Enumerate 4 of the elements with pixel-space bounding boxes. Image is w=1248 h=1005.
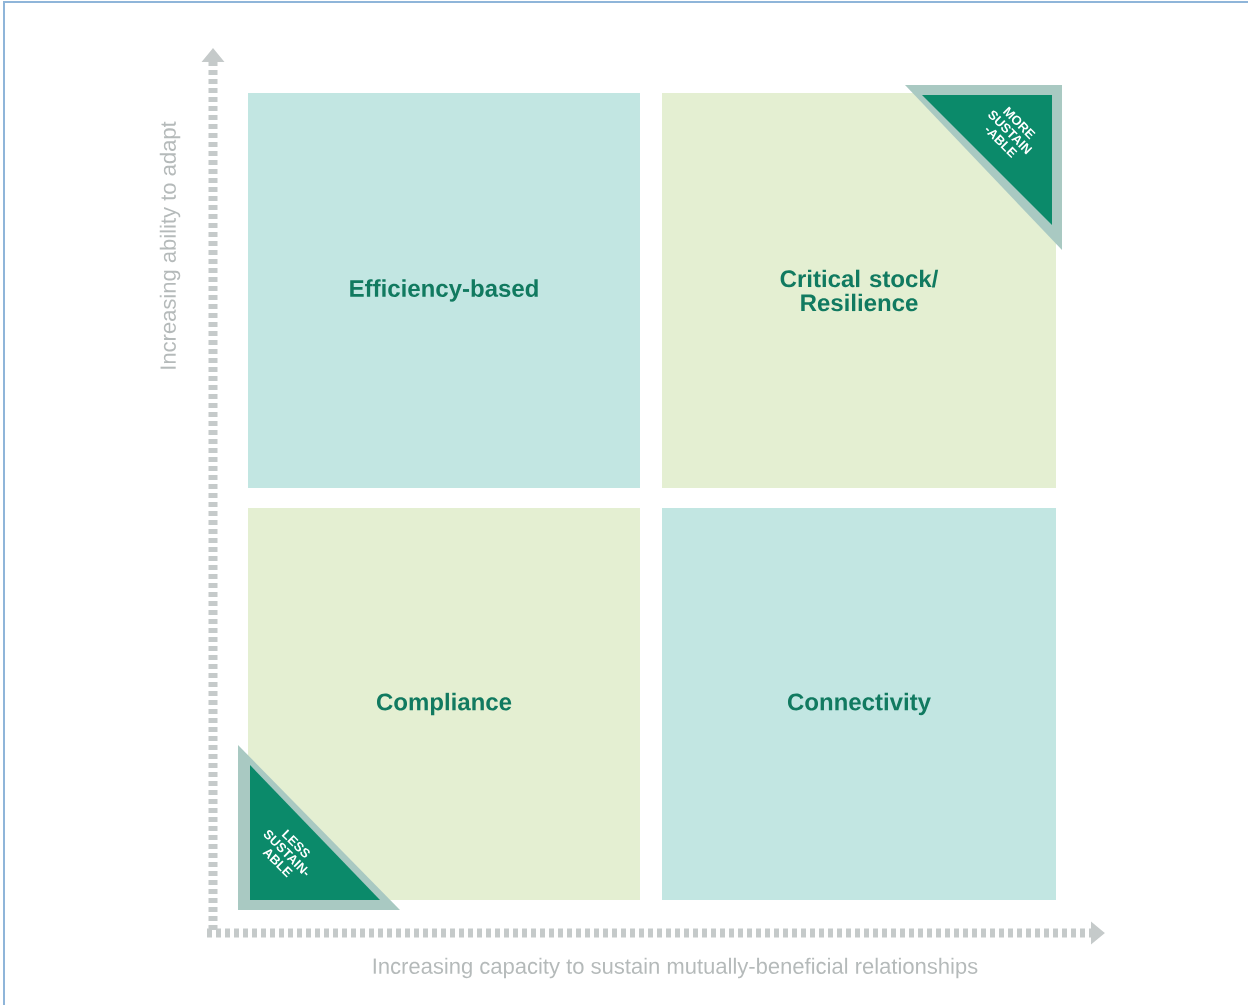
quadrant-box: Efficiency-based xyxy=(248,93,640,488)
axis-label: Increasing ability to adapt xyxy=(159,121,181,369)
quadrant-box: Connectivity xyxy=(662,508,1056,900)
axis-label: Increasing capacity to sustain mutually-beneficial relationships xyxy=(373,957,978,979)
